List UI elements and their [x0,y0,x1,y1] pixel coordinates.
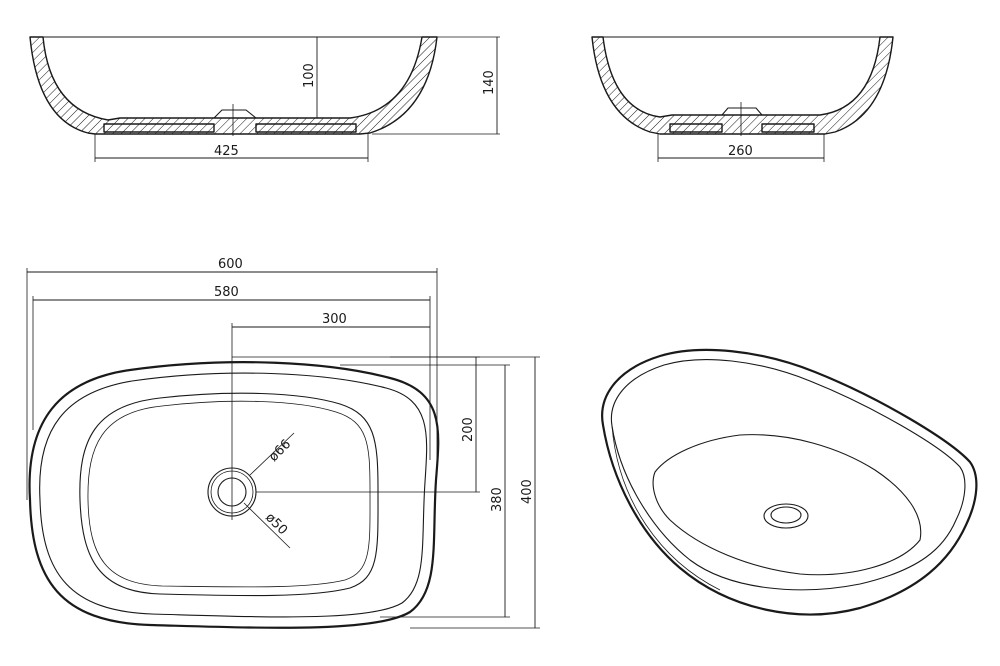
side-base-width-label: 425 [214,144,239,159]
end-base-pad-right [761,123,815,133]
persp-drain-outer [763,503,809,529]
persp-drain-inner [770,506,802,524]
end-drain-recess [721,107,763,116]
plan-drain-edge-label: 200 [461,417,476,442]
side-drain-recess [213,109,257,119]
end-section-view: 260 [591,36,894,162]
side-base-pad-left [103,123,215,133]
side-base-pad-right [255,123,357,133]
persp-front-curve [611,425,721,591]
plan-width-rim-label: 580 [214,285,239,300]
plan-basin-outline [79,392,379,597]
plan-drain-offset-label: 300 [322,312,347,327]
plan-drain-inner-diameter-leader [243,502,291,549]
persp-outer-outline [601,348,978,616]
plan-basin-inner-outline [87,400,371,588]
end-base-pad-left [669,123,723,133]
perspective-view [601,348,978,616]
side-section-view: 100 140 425 [29,36,500,162]
plan-outer-outline [28,361,440,629]
plan-depth-rim-label: 380 [490,487,505,512]
side-height-total-label: 140 [482,70,497,95]
plan-drain-outer-diameter-label: ø66 [266,437,294,465]
plan-drain-outer-diameter-leader [249,432,295,476]
side-shell-section [29,36,438,135]
plan-width-total-label: 600 [218,257,243,272]
persp-basin-floor [652,434,922,576]
persp-rim-inner-outline [610,359,966,591]
end-base-width-label: 260 [728,144,753,159]
plan-drain-inner-diameter-label: ø50 [262,510,290,538]
plan-rim-inner-outline [39,372,428,618]
side-height-inner-label: 100 [302,63,317,88]
end-shell-section [591,36,894,135]
top-plan-view: 600 580 300 200 380 400 ø66 ø50 [26,257,540,629]
plan-depth-total-label: 400 [520,479,535,504]
